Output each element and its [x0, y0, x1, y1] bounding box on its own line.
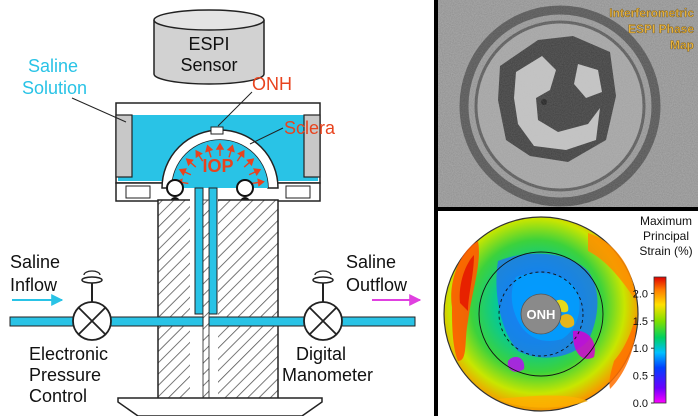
onh-marker [210, 126, 224, 135]
phase-map-panel: Interferometric ESPI Phase Map [438, 0, 698, 207]
sensor-label-line1: ESPI [188, 34, 229, 54]
onh-label: ONH [252, 74, 292, 94]
pressure-control-valve-icon [72, 270, 112, 341]
outflow-line2: Outflow [346, 275, 408, 295]
onh-disc [520, 293, 562, 335]
iop-label: IOP [202, 156, 233, 176]
iop-arrowhead [195, 149, 203, 159]
inflow-line2: Inflow [10, 275, 58, 295]
pressure-control-line1: Electronic [29, 344, 108, 364]
phase-map-title-line1: Interferometric [609, 6, 694, 20]
strain-map-panel: ONH 2.0 1.5 1.0 0.5 0.0 Maximum Principal St… [438, 211, 698, 416]
pressure-control-line3: Control [29, 386, 87, 406]
espi-sensor: ESPI Sensor [153, 9, 265, 85]
inflow-line1: Saline [10, 252, 60, 272]
base-stand [117, 397, 323, 416]
iop-arrowhead [226, 144, 235, 153]
manometer-line1: Digital [296, 344, 346, 364]
saline-leader [71, 97, 127, 123]
iop-arrowhead [185, 158, 194, 167]
strain-colorbar: 2.0 1.5 1.0 0.5 0.0 [633, 276, 667, 410]
colorbar-tick-label: 1.5 [633, 316, 648, 328]
strain-map: ONH [443, 216, 639, 412]
colorbar-tick-label: 2.0 [633, 288, 648, 300]
manometer-valve-icon [303, 270, 343, 341]
iop-arrowhead [178, 168, 187, 176]
manometer-line2: Manometer [282, 365, 373, 385]
colorbar-tick-label: 0.0 [633, 398, 648, 410]
sensor-label-line2: Sensor [180, 55, 237, 75]
iop-arrowhead [246, 158, 255, 167]
colorbar-title-line3: Strain (%) [639, 244, 692, 258]
sclera-label: Sclera [284, 118, 336, 138]
outflow-line1: Saline [346, 252, 396, 272]
colorbar-tick-label: 0.5 [633, 371, 648, 383]
support-column [157, 187, 279, 401]
colorbar-title-line1: Maximum [640, 214, 692, 228]
colorbar-title-line2: Principal [643, 229, 689, 243]
phase-map-title-line3: Map [670, 38, 694, 52]
onh-leader [217, 91, 253, 127]
saline-solution-line1: Saline [28, 56, 78, 76]
phase-map-title-line2: ESPI Phase [628, 22, 694, 36]
saline-solution-line2: Solution [22, 78, 87, 98]
pressure-control-line2: Pressure [29, 365, 101, 385]
iop-arrowhead [237, 149, 245, 159]
iop-arrowhead [215, 142, 225, 150]
colorbar-tick-label: 1.0 [633, 343, 648, 355]
iop-arrowhead [253, 168, 262, 176]
iop-arrowhead [205, 144, 214, 153]
strain-map-center-label: ONH [527, 307, 556, 322]
sclera-leader [249, 127, 284, 145]
apparatus-panel: ESPI Sensor [0, 0, 434, 416]
iop-arrowhead [257, 178, 265, 187]
